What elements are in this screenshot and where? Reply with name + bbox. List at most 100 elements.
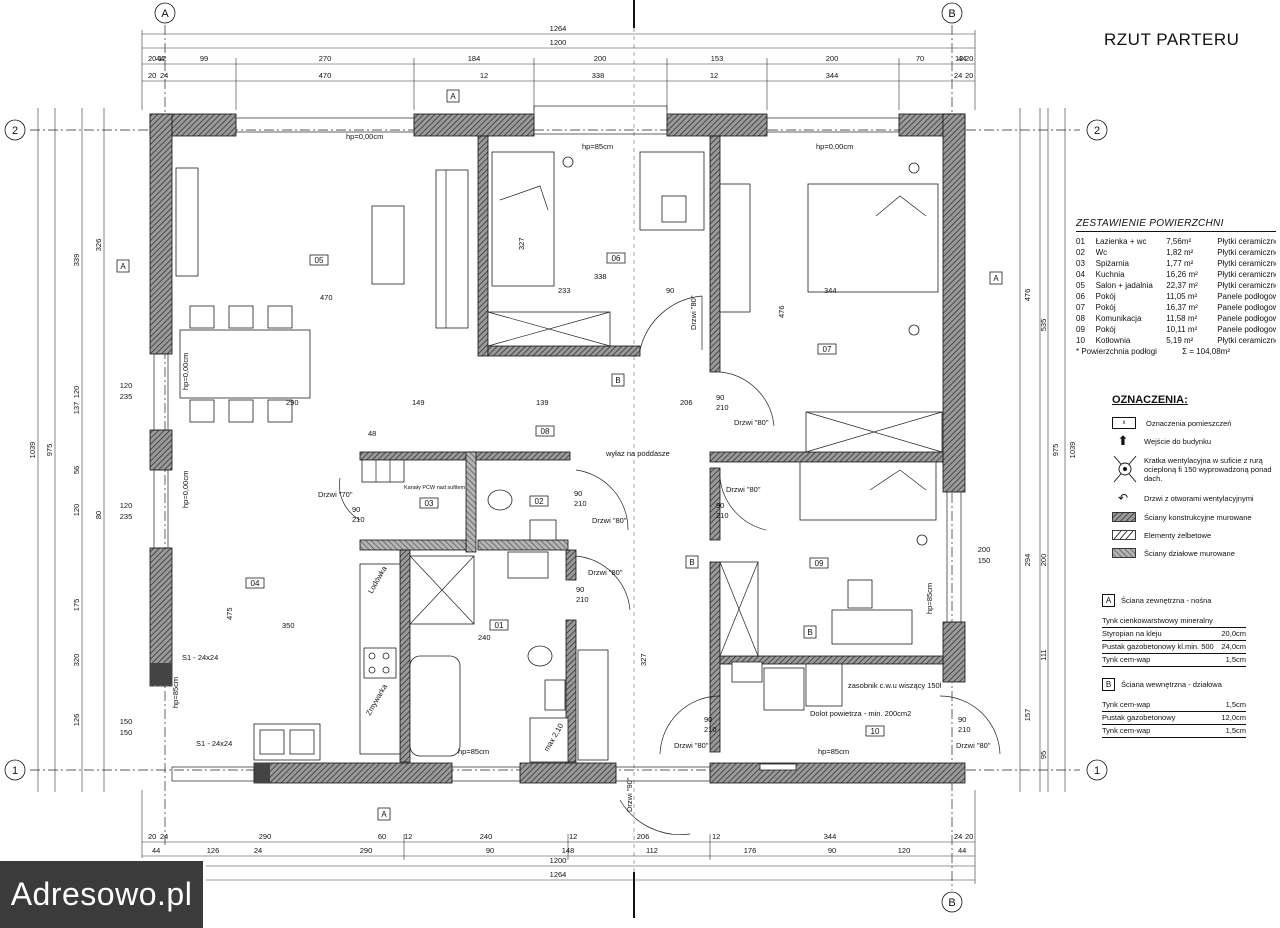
axis-marker-1-left: 1 [4,759,26,781]
room-tag: 01 [489,619,509,631]
wall-layer-thickness: 1,5cm [1225,700,1246,709]
legend-label: Drzwi z otworami wentylacyjnymi [1144,493,1254,503]
wall-layer-thickness: 20,0cm [1221,629,1246,638]
dim-internal: 350 [282,621,295,630]
door-height: 210 [704,725,717,734]
dim-seg: 338 [592,71,605,80]
door-width: 90 [576,585,584,594]
dim-internal: 327 [639,653,648,666]
summary-cell-area: 11,05 m² [1166,292,1198,301]
dim-seg: 470 [319,71,332,80]
dim-seg: 12 [158,54,166,63]
room-tag: 09 [809,557,829,569]
dim-seg: 200 [1039,554,1048,567]
dim-internal: 470 [320,293,333,302]
level-label: hp=0,00cm [816,142,853,151]
legend: OZNACZENIA: x Oznaczenia pomieszczeń ⬆ W… [1112,394,1272,562]
wall-heading: Ściana zewnętrzna - nośna [1121,596,1212,605]
room-tag: 06 [606,252,626,264]
level-label: hp=85cm [458,747,489,756]
summary-cell-no: 05 [1076,281,1085,290]
door-label: Drzwi "80" [956,741,991,750]
dim-seg: 320 [72,654,81,667]
wall-layer-name: Styropian na kleju [1102,629,1162,638]
axis-label: 2 [1094,125,1100,137]
dim-seg: 200 [594,54,607,63]
dim-seg: 112 [646,846,658,855]
svg-text:05: 05 [315,256,324,265]
axis-marker-b-top: B [941,2,963,24]
dim-inner: 1200 [550,38,567,47]
wall-spec-header: A Ściana zewnętrzna - nośna [1102,594,1246,607]
section-markers: A A A A B B B [116,89,1003,821]
dim-internal: 149 [412,398,425,407]
dim-seg: 175 [72,599,81,612]
dim-internal: 344 [824,286,837,295]
dim-internal: 206 [680,398,693,407]
summary-cell-area: 16,37 m² [1166,303,1198,312]
attic-hatch-label: wyłaz na poddasze [605,449,670,458]
summary-cell-area: 5,19 m² [1166,336,1194,345]
dim-seg: 111 [1039,649,1048,660]
door-label: Drzwi "80" [734,418,769,427]
svg-text:03: 03 [425,499,434,508]
section-tag: B [689,558,694,567]
concrete-swatch-icon [1112,530,1136,540]
dim-seg: 20 [148,832,156,841]
adresowo-watermark: Adresowo.pl [0,858,206,928]
summary-cell-finish: Panele podłogowe [1217,303,1277,312]
axis-label: B [948,8,955,20]
section-tag: B [807,628,812,637]
summary-cell-name: Komunikacja [1095,314,1142,323]
summary-cell-name: Łazienka + wc [1095,237,1147,246]
dim-seg: 150 [120,728,133,737]
summary-cell-finish: Płytki ceramiczne [1217,281,1277,290]
dim-seg: 24 [954,832,962,841]
summary-cell-finish: Panele podłogowe [1217,314,1277,323]
wall-layer-name: Tynk cem-wap [1102,655,1151,664]
door-width: 90 [574,489,582,498]
summary-cell-finish: Płytki ceramiczne [1217,336,1277,345]
dim-seg: 200 [826,54,839,63]
legend-row: Ściany działowe murowane [1112,544,1272,562]
right-dimensions: 1039 975 476 535 294 200 111 157 95 200 … [978,108,1077,792]
legend-row: ↶ Drzwi z otworami wentylacyjnymi [1112,488,1272,508]
summary-cell-no: 10 [1076,336,1085,345]
dim-total: 1264 [550,870,567,879]
legend-heading: OZNACZENIA: [1112,394,1188,406]
dim-seg: 24 [254,846,262,855]
summary-cell-finish: Płytki ceramiczne [1217,259,1277,268]
wall-layer-thickness: 24,0cm [1221,642,1246,651]
column-label: S1 - 24x24 [182,653,218,662]
legend-label: Kratka wentylacyjna w suficie z rurą oci… [1144,455,1272,483]
windows [153,105,962,782]
door-label: Drzwi "80" [592,516,627,525]
door-height: 210 [574,499,587,508]
summary-heading: ZESTAWIENIE POWIERZCHNI [1076,218,1276,232]
door-width: 90 [958,715,966,724]
dim-seg: 44 [958,846,966,855]
curved-arrow-icon: ↶ [1117,491,1129,505]
legend-label: Wejście do budynku [1144,436,1211,446]
vent-grate-icon [1113,455,1137,483]
section-tag: A [120,262,126,271]
summary-cell-name: Pokój [1095,325,1116,334]
dim-seg: 150 [120,717,133,726]
summary-note: * Powierzchnia podłogi [1076,347,1157,356]
dim-seg: 24 [160,832,168,841]
dim-internal: 233 [558,286,571,295]
hatch-swatch-icon [1112,512,1136,522]
dim-seg: 120 [120,381,133,390]
svg-text:08: 08 [541,427,550,436]
wall-layer-name: Pustak gazobetonowy [1102,713,1176,722]
top-dimensions: 1264 1200 20 12 270 184 200 153 200 70 1… [141,24,976,110]
wall-layer-name: Pustak gazobetonowy kl.min. 500 [1102,642,1214,651]
dim-seg: 44 [152,846,160,855]
door-height: 210 [716,403,729,412]
section-tag: A [993,274,999,283]
level-label: hp=85cm [171,677,180,708]
